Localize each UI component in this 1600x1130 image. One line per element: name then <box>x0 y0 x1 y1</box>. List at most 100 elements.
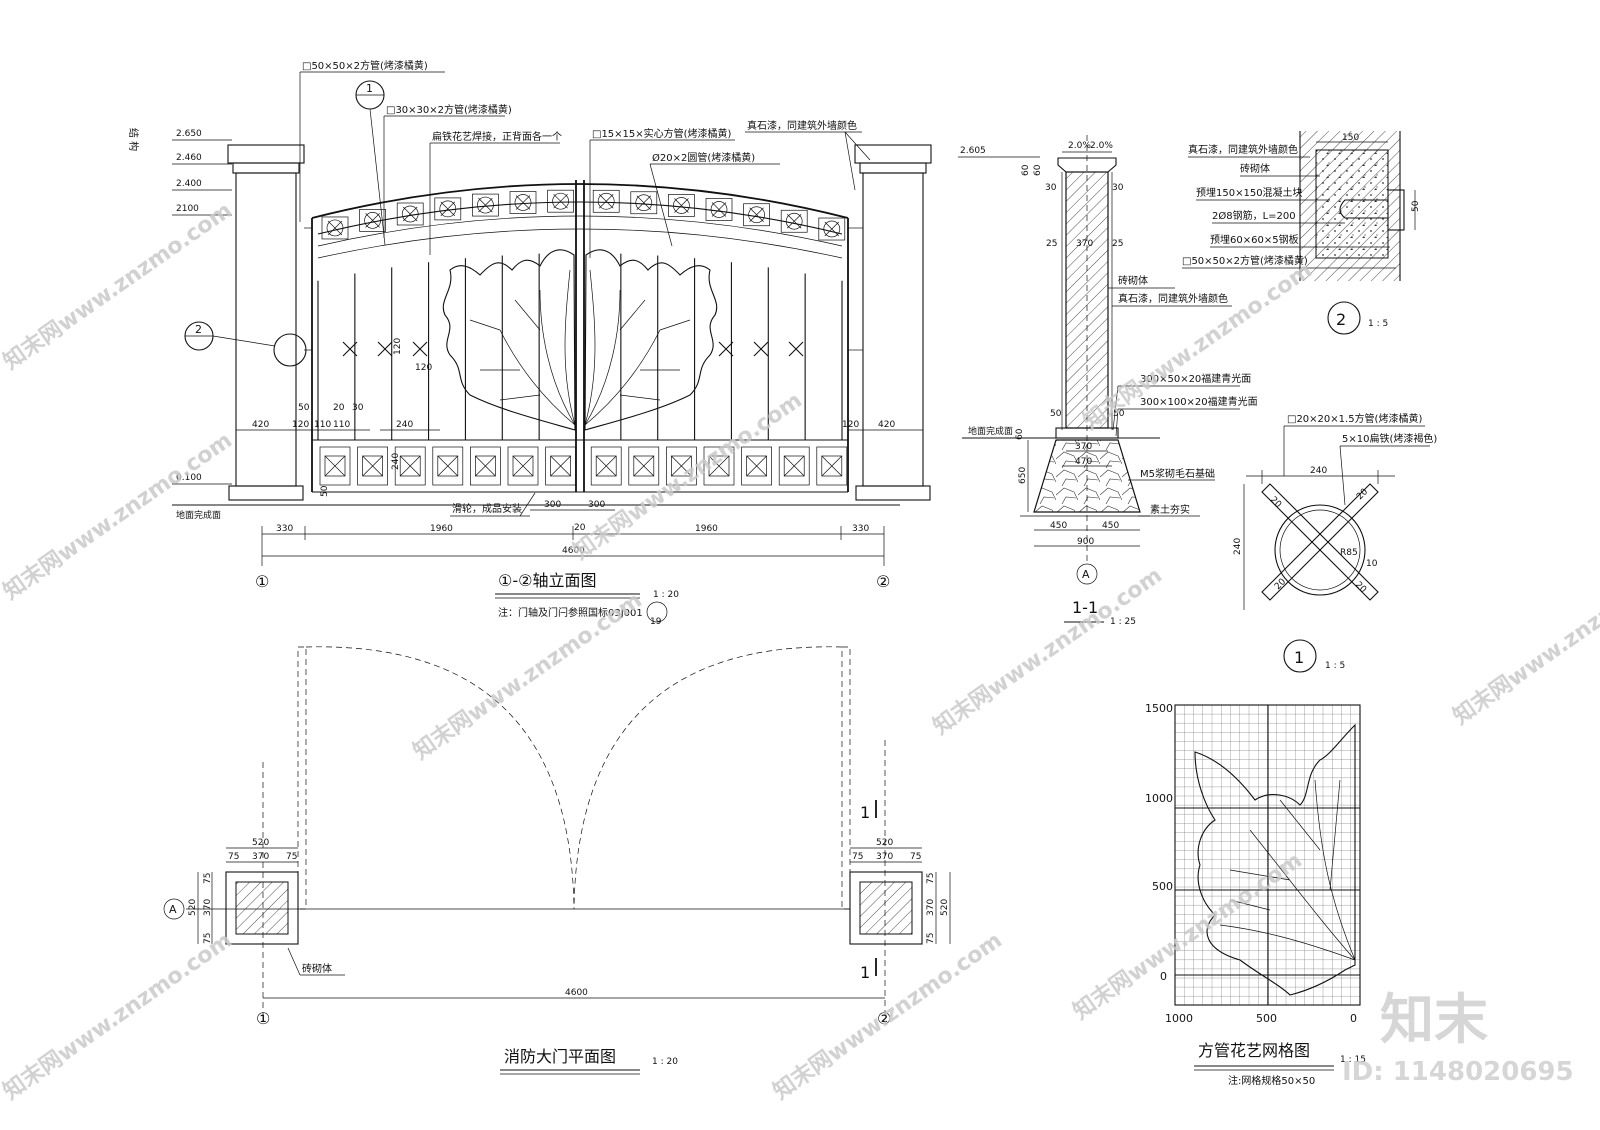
panel-inner <box>550 455 571 477</box>
dim-text: 50 <box>1411 200 1421 212</box>
ornament-square <box>396 202 424 226</box>
ornament-cross <box>786 214 802 229</box>
callout-text: □50×50×2方管(烤漆橘黄) <box>302 59 428 72</box>
dim-text: 900 <box>1077 537 1094 547</box>
panel-cross <box>746 455 767 477</box>
ornament-circle <box>597 192 615 210</box>
dim-text: 240 <box>1310 466 1327 476</box>
axis-label: ① <box>255 572 269 591</box>
panel-square <box>319 446 351 486</box>
panel-square <box>778 446 810 486</box>
ornament-cross <box>636 195 652 211</box>
panel-square <box>394 446 426 486</box>
panel-square <box>816 446 848 486</box>
dim-text: 75 <box>203 873 213 884</box>
dim-total: 4600 <box>565 988 588 998</box>
ornament-square <box>818 217 846 241</box>
elev-label: 2.650 <box>176 129 202 139</box>
panel-inner <box>362 455 383 477</box>
dim-text: 50 <box>298 403 310 413</box>
tick-label: 0 <box>1160 970 1167 983</box>
panel-cross <box>362 455 383 477</box>
dim-text: 330 <box>276 524 293 534</box>
plan-scale: 1 : 20 <box>652 1057 678 1067</box>
panel-inner <box>475 455 496 477</box>
panel-inner <box>783 455 805 477</box>
section-mark: 1 <box>860 803 870 822</box>
dim-text: 75 <box>910 852 921 862</box>
ornament-circle <box>439 200 457 218</box>
dim-text: 240 <box>1233 538 1243 555</box>
panel-inner <box>708 455 730 477</box>
panel-square <box>666 446 697 486</box>
x-ornaments <box>342 341 804 357</box>
tick-label: 500 <box>1152 880 1173 893</box>
elev-label: 2.400 <box>176 179 202 189</box>
section-label: 真石漆，同建筑外墙颜色 <box>1118 292 1228 305</box>
ornament-cross <box>402 206 418 222</box>
callout-text: Ø20×2圆管(烤漆橘黄) <box>652 151 755 164</box>
dim-text: 10 <box>1366 559 1378 569</box>
dim-text: 20 <box>1353 580 1368 595</box>
panel-cross <box>783 455 805 477</box>
ornament-cross <box>515 195 531 210</box>
ornament-circle <box>326 219 344 237</box>
callout-text: 滑轮，成品安装 <box>452 502 522 515</box>
dim-text: 75 <box>203 933 213 944</box>
dim-text: 370 <box>1076 239 1093 249</box>
detail-ref-label: 2 <box>195 323 202 336</box>
ornament-circle <box>748 206 765 224</box>
detail-label: □20×20×1.5方管(烤漆橘黄) <box>1287 412 1422 425</box>
axis-label: A <box>1082 568 1090 581</box>
dim-text: 25 <box>1046 239 1057 249</box>
dim-text: 370 <box>926 899 936 916</box>
elevation-markers: 2.650 2.460 2.400 2100 0.100 地面完成面 <box>172 129 900 521</box>
elev-label: 0.100 <box>176 473 202 483</box>
dim-text: 50 <box>320 485 330 497</box>
tick-label: 1000 <box>1165 1012 1193 1025</box>
ornament-cross <box>749 207 764 222</box>
dim-text: 30 <box>352 403 364 413</box>
watermark-logo: 知末 <box>1380 988 1488 1051</box>
ornament-cross <box>327 220 343 236</box>
panel-inner <box>821 455 843 477</box>
ornament-cross <box>553 193 568 209</box>
grid-detail: 1500 1000 500 0 1000 500 0 方管花艺网格图 1 : 1… <box>1145 702 1366 1087</box>
elevation-scale: 1 : 20 <box>653 590 679 600</box>
section-label: 300×50×20福建青光面 <box>1140 372 1251 385</box>
section-label: 300×100×20福建青光面 <box>1140 395 1258 408</box>
dim-text: 20 <box>574 523 586 533</box>
detail-1: 240 240 20 20 20 20 R85 10 □20×20×1.5方管(… <box>1233 412 1437 673</box>
panel-square <box>470 446 501 486</box>
callout-text: 扁铁花艺焊接，正背面各一个 <box>432 130 562 143</box>
ornament-square <box>359 208 386 232</box>
detail-label: 预埋150×150混凝土块 <box>1196 186 1303 199</box>
elevation-note: 注：门轴及门闩参照国标03J001 <box>498 606 643 619</box>
elev-label: 2.460 <box>176 153 202 163</box>
ornament-square <box>321 216 349 240</box>
dim-text: 75 <box>926 933 936 944</box>
panel-square <box>741 446 772 486</box>
ornament-circle <box>785 212 803 230</box>
dim-text: 370 <box>876 852 893 862</box>
ornament-square <box>472 193 499 217</box>
detail2-scale: 1 : 5 <box>1368 319 1388 329</box>
watermark-site: 知末网www.znzmo.com <box>769 927 1007 1105</box>
watermark-site: 知末网www.znzmo.com <box>1069 847 1307 1025</box>
watermark-site: 知末网www.znzmo.com <box>1449 552 1600 730</box>
panel-cross <box>821 455 843 477</box>
panel-square <box>357 446 388 486</box>
callout-text: □15×15×实心方管(烤漆橘黄) <box>592 127 732 140</box>
ornament-circle <box>635 194 653 212</box>
dim-text: 1960 <box>430 524 453 534</box>
watermark-site: 知末网www.znzmo.com <box>0 927 237 1105</box>
dim-text: 60 <box>1033 164 1043 176</box>
ornament-square <box>509 191 537 214</box>
dim-text: 470 <box>1075 457 1092 467</box>
tick-label: 0 <box>1350 1012 1357 1025</box>
gate-frame <box>304 180 863 493</box>
section-title: 1-1 <box>1072 598 1098 617</box>
ground-label: 地面完成面 <box>176 509 221 521</box>
panel-inner <box>595 455 617 477</box>
ornament-square <box>547 189 574 213</box>
